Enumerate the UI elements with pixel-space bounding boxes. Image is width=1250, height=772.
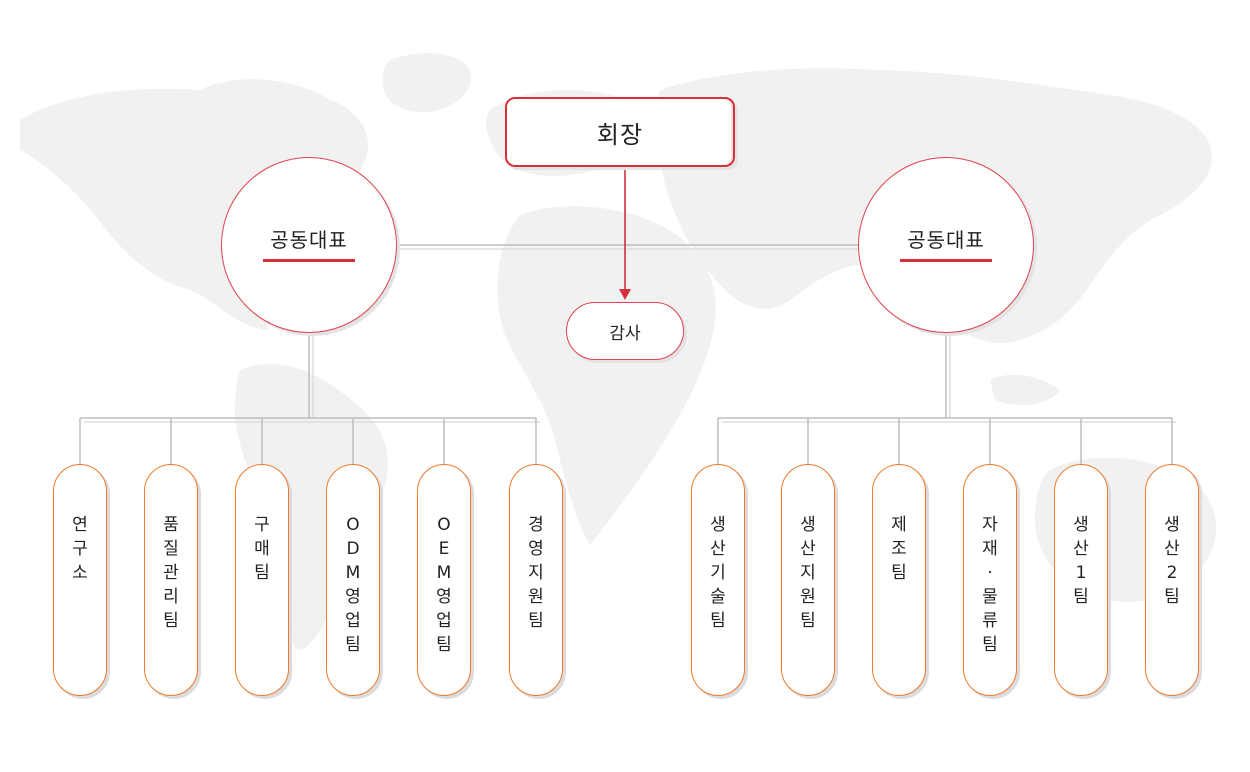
team-label: 제조팀	[891, 515, 907, 583]
audit-box: 감사	[566, 302, 684, 360]
co-ceo-left-circle: 공동대표	[221, 157, 397, 333]
team-oem-sales: OEM영업팀	[417, 464, 471, 696]
team-production-support: 생산지원팀	[781, 464, 835, 696]
team-label: 생산기술팀	[710, 515, 726, 631]
team-management-support: 경영지원팀	[509, 464, 563, 696]
team-quality-management: 품질관리팀	[144, 464, 198, 696]
chairman-label: 회장	[596, 120, 644, 149]
team-label: 생산지원팀	[800, 515, 816, 631]
team-label: ODM영업팀	[345, 515, 361, 655]
team-purchasing: 구매팀	[235, 464, 289, 696]
team-materials-logistics: 자재·물류팀	[963, 464, 1017, 696]
team-production-2: 생산2팀	[1145, 464, 1199, 696]
team-label: OEM영업팀	[436, 515, 452, 655]
co-ceo-right-underline	[900, 259, 992, 262]
team-label: 자재·물류팀	[982, 515, 998, 655]
co-ceo-left-label: 공동대표	[270, 228, 348, 252]
co-ceo-right-circle: 공동대표	[858, 157, 1034, 333]
team-label: 연구소	[72, 515, 88, 583]
team-label: 생산1팀	[1073, 515, 1089, 607]
team-label: 생산2팀	[1164, 515, 1180, 607]
team-label: 품질관리팀	[163, 515, 179, 631]
audit-label: 감사	[609, 323, 641, 344]
team-label: 구매팀	[254, 515, 270, 583]
team-research-lab: 연구소	[53, 464, 107, 696]
chairman-box: 회장	[505, 97, 735, 167]
team-label: 경영지원팀	[528, 515, 544, 631]
team-production-technology: 생산기술팀	[691, 464, 745, 696]
team-odm-sales: ODM영업팀	[326, 464, 380, 696]
co-ceo-right-label: 공동대표	[907, 228, 985, 252]
co-ceo-left-underline	[263, 259, 355, 262]
team-manufacturing: 제조팀	[872, 464, 926, 696]
team-production-1: 생산1팀	[1054, 464, 1108, 696]
